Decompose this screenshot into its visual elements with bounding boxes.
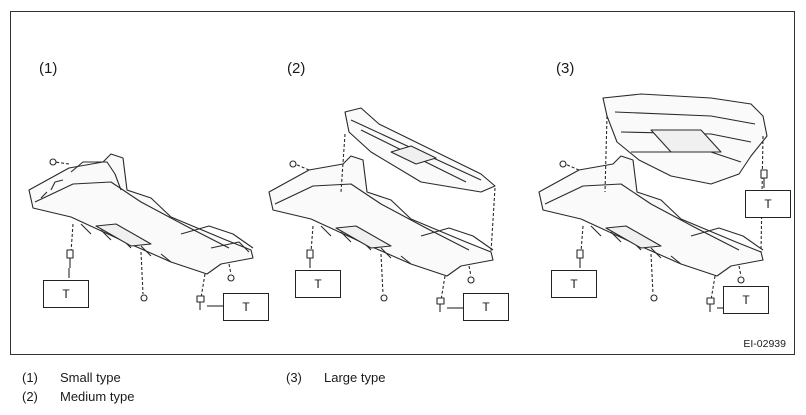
legend-number: (3) xyxy=(286,370,302,385)
torque-callout-2b: T xyxy=(463,293,509,321)
torque-callout-2a: T xyxy=(295,270,341,298)
figure-code: EI-02939 xyxy=(743,338,786,350)
panel-number-1: (1) xyxy=(39,60,58,77)
panel-number-3: (3) xyxy=(556,60,575,77)
large-type-under-cover xyxy=(538,93,768,312)
legend-item-1: (1) Small type xyxy=(22,370,121,385)
panel-number-2: (2) xyxy=(287,60,306,77)
legend-item-3: (3) Large type xyxy=(286,370,385,385)
legend-text: Medium type xyxy=(60,389,135,404)
torque-callout-3c: T xyxy=(723,286,769,314)
legend-item-2: (2) Medium type xyxy=(22,389,134,404)
legend-number: (2) xyxy=(22,389,38,404)
legend-number: (1) xyxy=(22,370,38,385)
torque-callout-3a: T xyxy=(551,270,597,298)
torque-callout-1b: T xyxy=(223,293,269,321)
torque-callout-1a: T xyxy=(43,280,89,308)
legend-text: Large type xyxy=(324,370,386,385)
small-type-under-cover xyxy=(28,153,254,310)
illustration-frame: (1) (2) (3) xyxy=(10,11,795,355)
medium-type-under-cover xyxy=(268,107,496,312)
under-cover-diagram xyxy=(28,93,768,312)
legend-text: Small type xyxy=(60,370,121,385)
torque-callout-3b: T xyxy=(745,190,791,218)
